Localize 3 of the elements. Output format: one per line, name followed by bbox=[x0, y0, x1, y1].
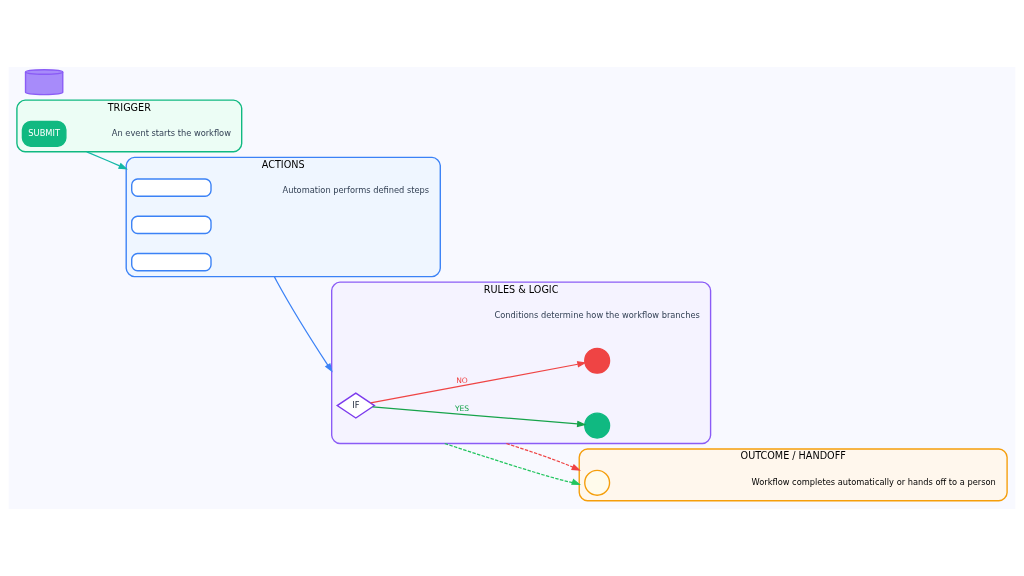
node-label: Automation performs defined steps bbox=[282, 185, 430, 196]
node-label: Conditions determine how the workflow branches bbox=[494, 310, 700, 321]
node-label: An event starts the workflow bbox=[111, 128, 231, 139]
